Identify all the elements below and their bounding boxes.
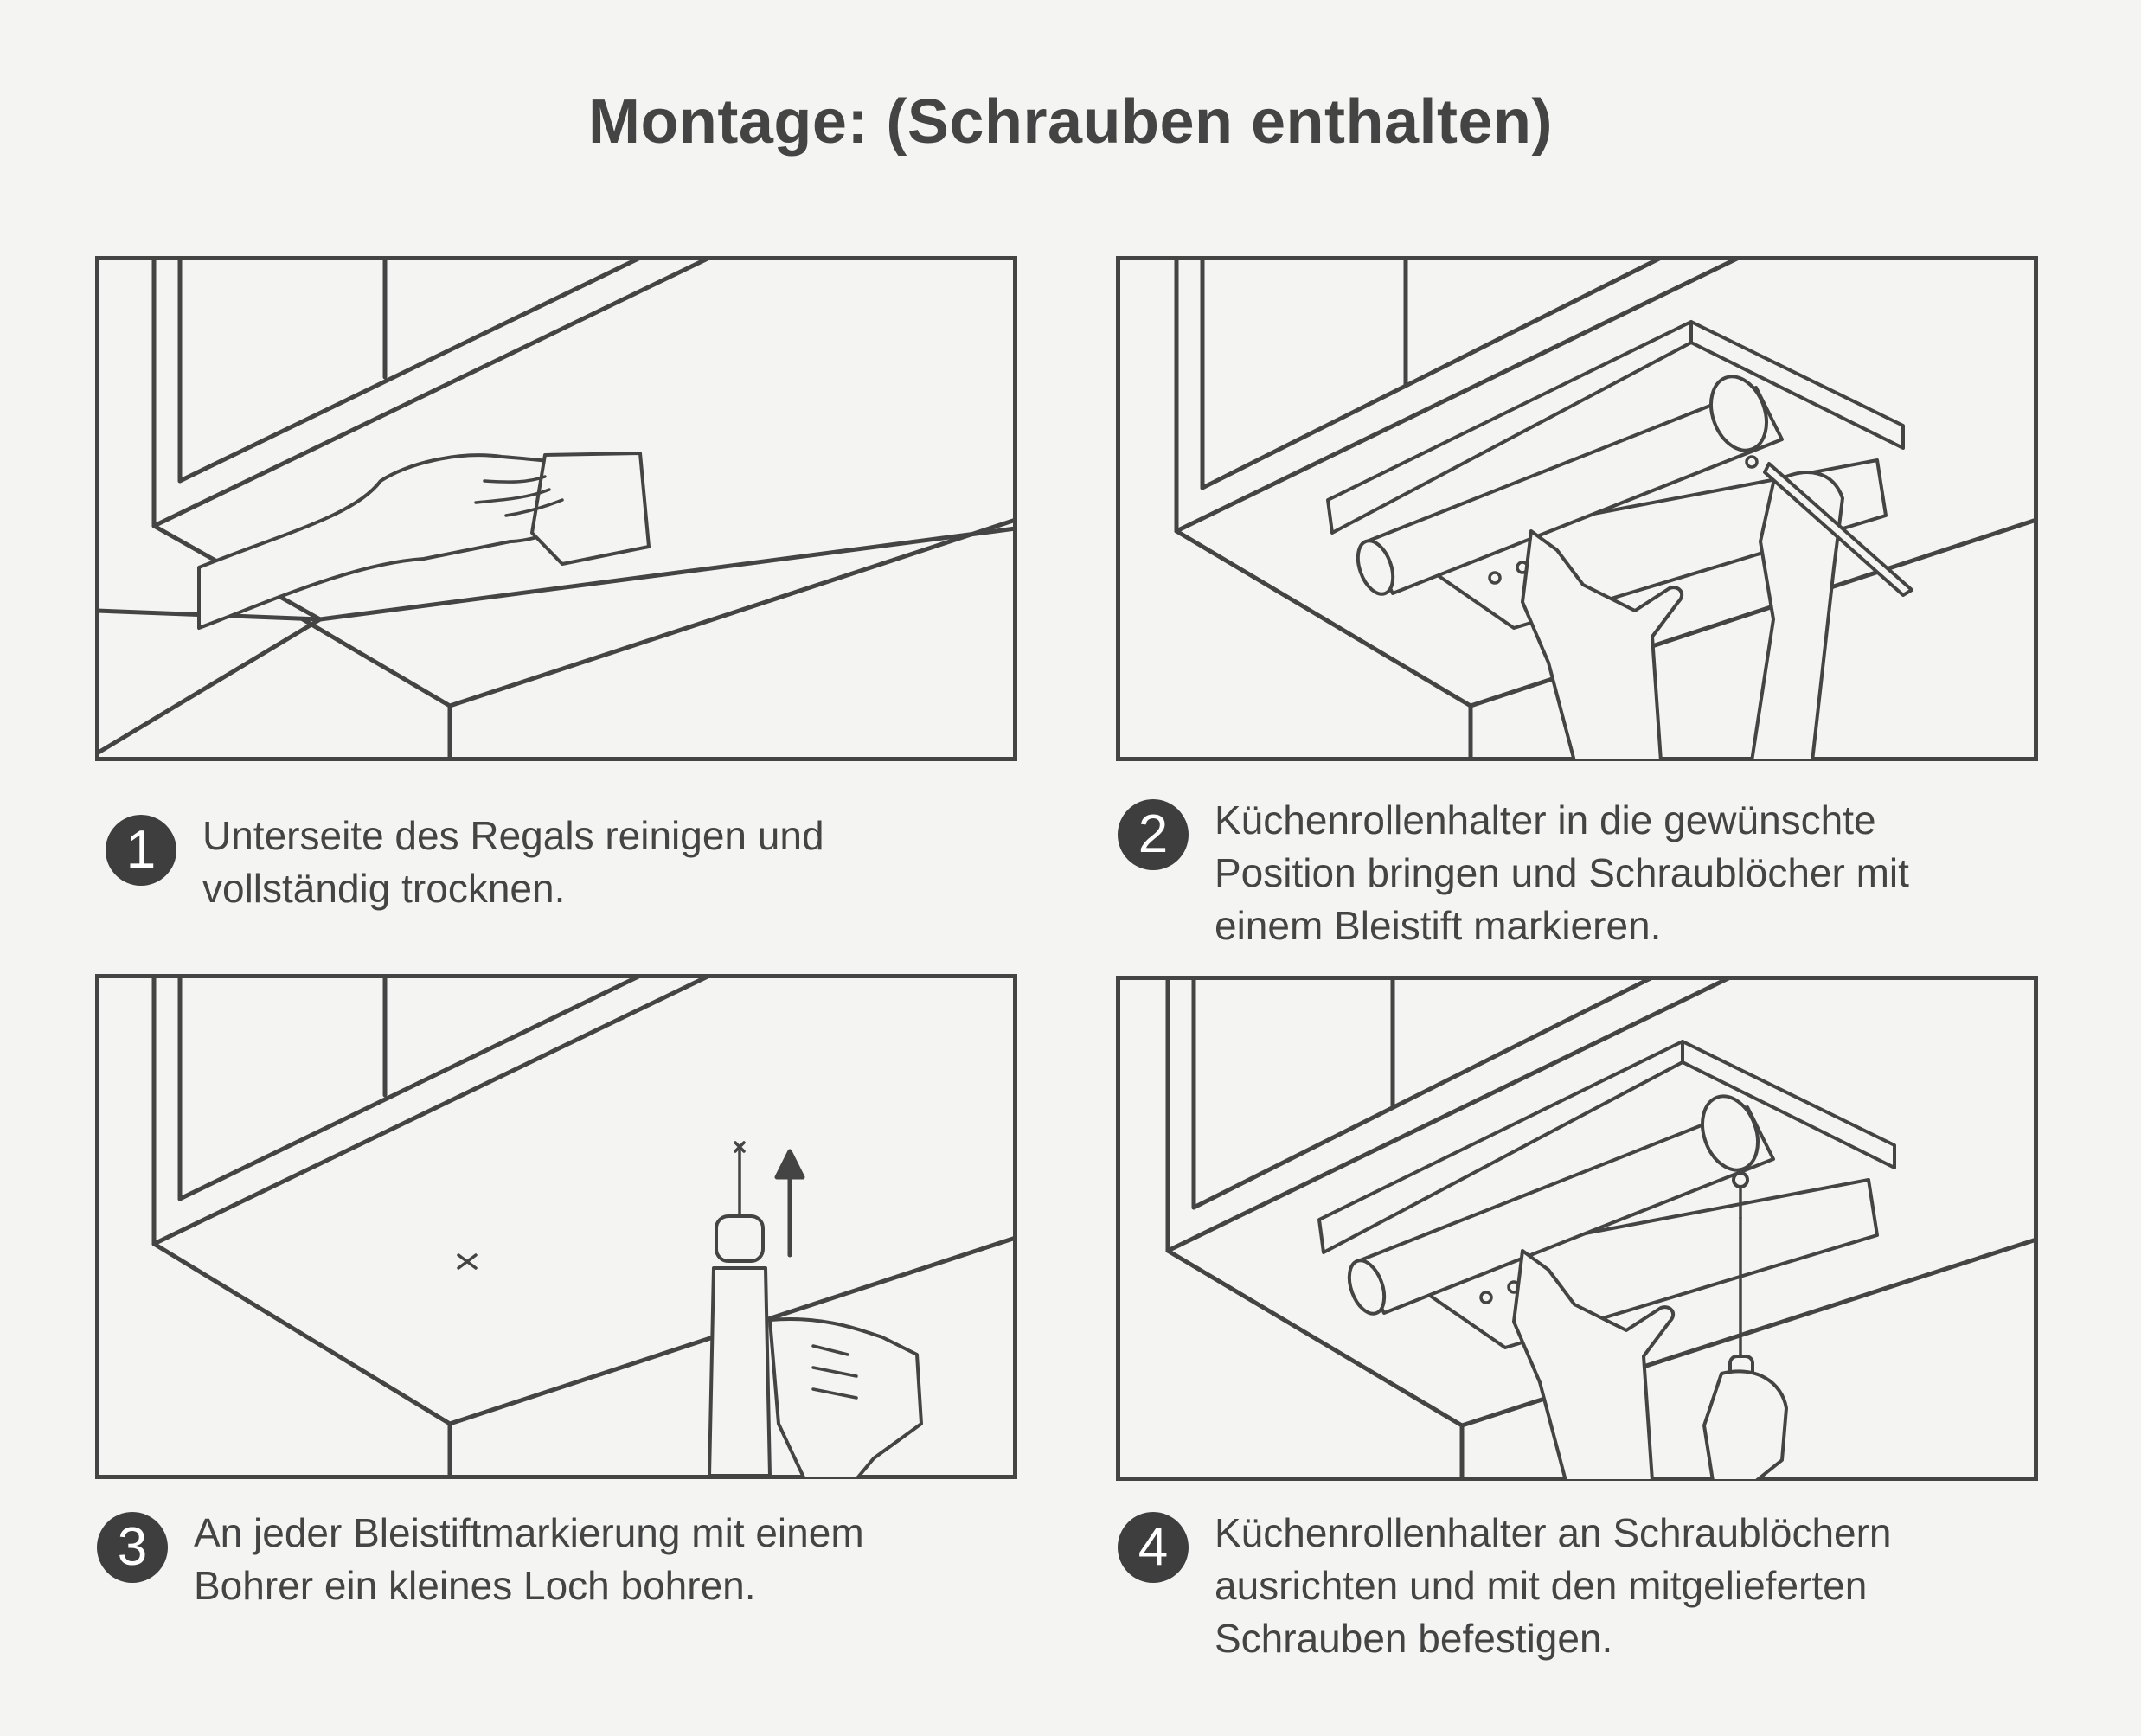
pencil-marking-icon xyxy=(1116,256,2038,761)
illustration-step-1 xyxy=(95,256,1017,761)
step-1: 1 Unterseite des Regals reinigen und vol… xyxy=(106,810,1005,915)
step-3: 3 An jeder Bleistiftmarkierung mit einem… xyxy=(97,1507,1014,1612)
illustration-step-4 xyxy=(1116,976,2038,1481)
step-number-badge: 1 xyxy=(106,815,176,886)
drill-icon xyxy=(95,974,1017,1479)
step-instruction: Küchenrollenhalter an Schraublöchern aus… xyxy=(1215,1510,1892,1661)
step-instruction: Unterseite des Regals reinigen und volls… xyxy=(202,813,824,911)
step-instruction: Küchenrollenhalter in die gewünschte Pos… xyxy=(1215,798,1909,948)
page-title: Montage: (Schrauben enthalten) xyxy=(587,87,1554,157)
illustration-step-2 xyxy=(1116,256,2038,761)
illustration-step-3 xyxy=(95,974,1017,1479)
step-number-badge: 4 xyxy=(1118,1512,1189,1583)
screwdriver-icon xyxy=(1116,976,2038,1481)
step-2: 2 Küchenrollenhalter in die gewünschte P… xyxy=(1118,794,2112,952)
step-4: 4 Küchenrollenhalter an Schraublöchern a… xyxy=(1118,1507,2112,1665)
step-number-badge: 3 xyxy=(97,1512,168,1583)
step-number-badge: 2 xyxy=(1118,799,1189,870)
cloth-wiping-icon xyxy=(95,256,1017,761)
step-instruction: An jeder Bleistiftmarkierung mit einem B… xyxy=(194,1510,864,1608)
